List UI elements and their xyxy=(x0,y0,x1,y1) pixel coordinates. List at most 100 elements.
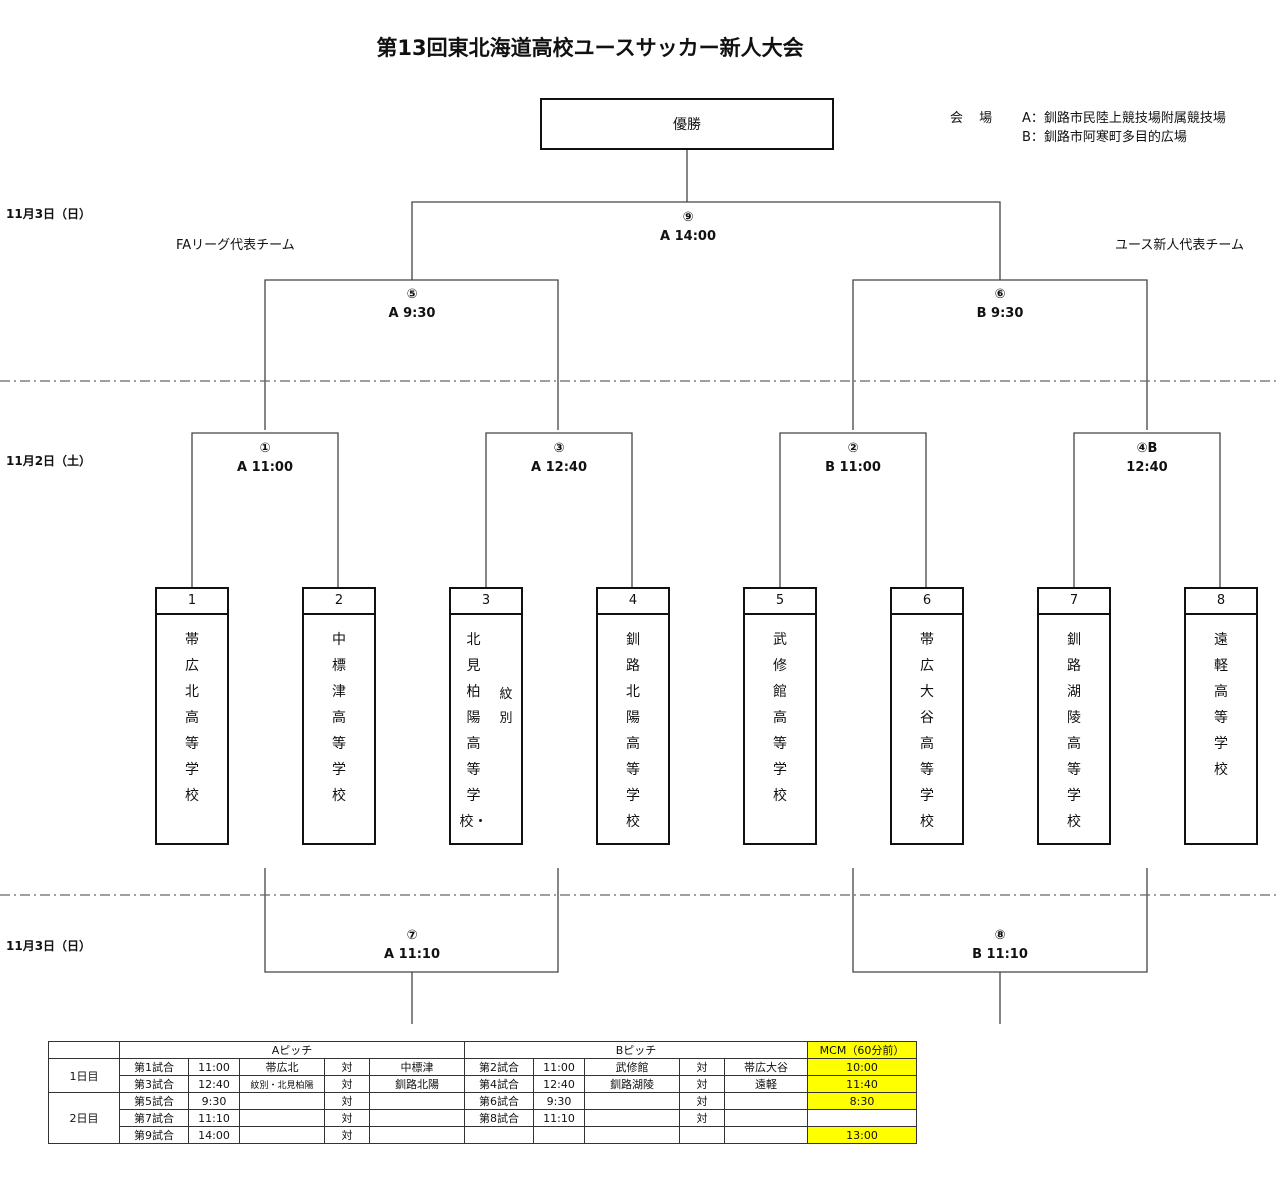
team-name-char: 帯 xyxy=(185,632,199,648)
team-name-char: 高 xyxy=(920,736,934,752)
team-name-char: 等 xyxy=(332,736,346,752)
match-info: A 9:30 xyxy=(388,306,436,321)
team-name-char: 校 xyxy=(1214,762,1228,778)
team-name-char: 等 xyxy=(466,762,481,778)
mcm-cell xyxy=(807,1109,917,1127)
vs-cell: 対 xyxy=(324,1126,370,1144)
team-name-char: 学 xyxy=(185,762,199,778)
team-name-char: 路 xyxy=(1067,658,1081,674)
team-name-char: 学 xyxy=(773,762,787,778)
b-home-cell xyxy=(584,1126,680,1144)
team-name-char: 北 xyxy=(466,632,481,648)
team-name-char: 校・ xyxy=(459,814,488,830)
mcm-cell: 8:30 xyxy=(807,1092,917,1110)
team-name: 遠軽高等学校 xyxy=(1186,615,1256,783)
team-name-char: 等 xyxy=(185,736,199,752)
page-title: 第13回東北海道高校ユースサッカー新人大会 xyxy=(376,36,804,60)
team-name-char: 校 xyxy=(1067,814,1081,830)
b-home-cell xyxy=(584,1109,680,1127)
team-name-char: 校 xyxy=(185,788,199,804)
mcm-header: MCM（60分前） xyxy=(807,1041,917,1059)
a-away-cell: 中標津 xyxy=(369,1058,465,1076)
team-number: 4 xyxy=(598,589,668,615)
team-name-char: 武 xyxy=(773,632,787,648)
b-match-cell: 第2試合 xyxy=(464,1058,534,1076)
b-time-cell: 11:00 xyxy=(533,1058,585,1076)
a-match-cell: 第7試合 xyxy=(119,1109,189,1127)
team-name-char: 谷 xyxy=(920,710,934,726)
vs-cell xyxy=(679,1126,725,1144)
b-match-cell: 第6試合 xyxy=(464,1092,534,1110)
match-info: B 11:10 xyxy=(972,947,1028,962)
vs-cell: 対 xyxy=(324,1058,370,1076)
b-time-cell xyxy=(533,1126,585,1144)
a-away-cell xyxy=(369,1109,465,1127)
team-name-char: 等 xyxy=(1214,710,1228,726)
date-round1: 11月2日（土） xyxy=(6,454,92,468)
team-name-char: 校 xyxy=(332,788,346,804)
match-info: B 11:00 xyxy=(825,460,881,475)
vs-cell: 対 xyxy=(679,1092,725,1110)
a-home-cell xyxy=(239,1126,325,1144)
team-name-char: 等 xyxy=(920,762,934,778)
team-name-char: 高 xyxy=(626,736,640,752)
team-name-char: 北 xyxy=(626,684,640,700)
b-time-cell: 11:10 xyxy=(533,1109,585,1127)
team-name-char: 学 xyxy=(1067,788,1081,804)
b-match-cell: 第4試合 xyxy=(464,1075,534,1093)
a-home-cell xyxy=(239,1109,325,1127)
mcm-cell: 11:40 xyxy=(807,1075,917,1093)
b-away-cell xyxy=(724,1126,808,1144)
team-name-char: 陽 xyxy=(466,710,481,726)
team-name-char: 校 xyxy=(626,814,640,830)
match-info: B 9:30 xyxy=(976,306,1024,321)
mcm-cell: 13:00 xyxy=(807,1126,917,1144)
a-time-cell: 11:10 xyxy=(188,1109,240,1127)
team-name-char: 遠 xyxy=(1214,632,1228,648)
b-time-cell: 12:40 xyxy=(533,1075,585,1093)
day-cell: 2日目 xyxy=(48,1092,120,1144)
b-home-cell: 武修館 xyxy=(584,1058,680,1076)
a-match-cell: 第3試合 xyxy=(119,1075,189,1093)
team-name-char: 等 xyxy=(773,736,787,752)
date-placement: 11月3日（日） xyxy=(6,939,92,953)
vs-cell: 対 xyxy=(679,1075,725,1093)
team-number: 6 xyxy=(892,589,962,615)
team-name-char: 柏 xyxy=(466,684,481,700)
b-match-cell xyxy=(464,1126,534,1144)
team-name: 武修館高等学校 xyxy=(745,615,815,809)
a-time-cell: 14:00 xyxy=(188,1126,240,1144)
team-name-char: 高 xyxy=(1214,684,1228,700)
team-name: 中標津高等学校 xyxy=(304,615,374,809)
team-name-char: 学 xyxy=(466,788,481,804)
a-home-cell xyxy=(239,1092,325,1110)
team-name-char: 見 xyxy=(466,658,481,674)
a-pitch-header: Aピッチ xyxy=(119,1041,465,1059)
team-name-char: 学 xyxy=(1214,736,1228,752)
team-name: 紋別北見柏陽高等学校・ xyxy=(451,615,521,835)
a-home-cell: 帯広北 xyxy=(239,1058,325,1076)
team-name-char: 等 xyxy=(1067,762,1081,778)
match-number: ⑨ xyxy=(682,210,694,225)
venue-a: A：釧路市民陸上競技場附属競技場 xyxy=(1022,111,1226,126)
match-info: A 12:40 xyxy=(531,460,587,475)
team-number: 7 xyxy=(1039,589,1109,615)
team-number: 5 xyxy=(745,589,815,615)
champion-box: 優勝 xyxy=(540,98,834,150)
team-name: 帯広大谷高等学校 xyxy=(892,615,962,835)
a-match-cell: 第9試合 xyxy=(119,1126,189,1144)
a-time-cell: 11:00 xyxy=(188,1058,240,1076)
a-match-cell: 第1試合 xyxy=(119,1058,189,1076)
b-away-cell xyxy=(724,1092,808,1110)
team-name: 帯広北高等学校 xyxy=(157,615,227,809)
a-away-cell xyxy=(369,1092,465,1110)
team-name: 釧路湖陵高等学校 xyxy=(1039,615,1109,835)
team-name-char: 陵 xyxy=(1067,710,1081,726)
team-number: 1 xyxy=(157,589,227,615)
